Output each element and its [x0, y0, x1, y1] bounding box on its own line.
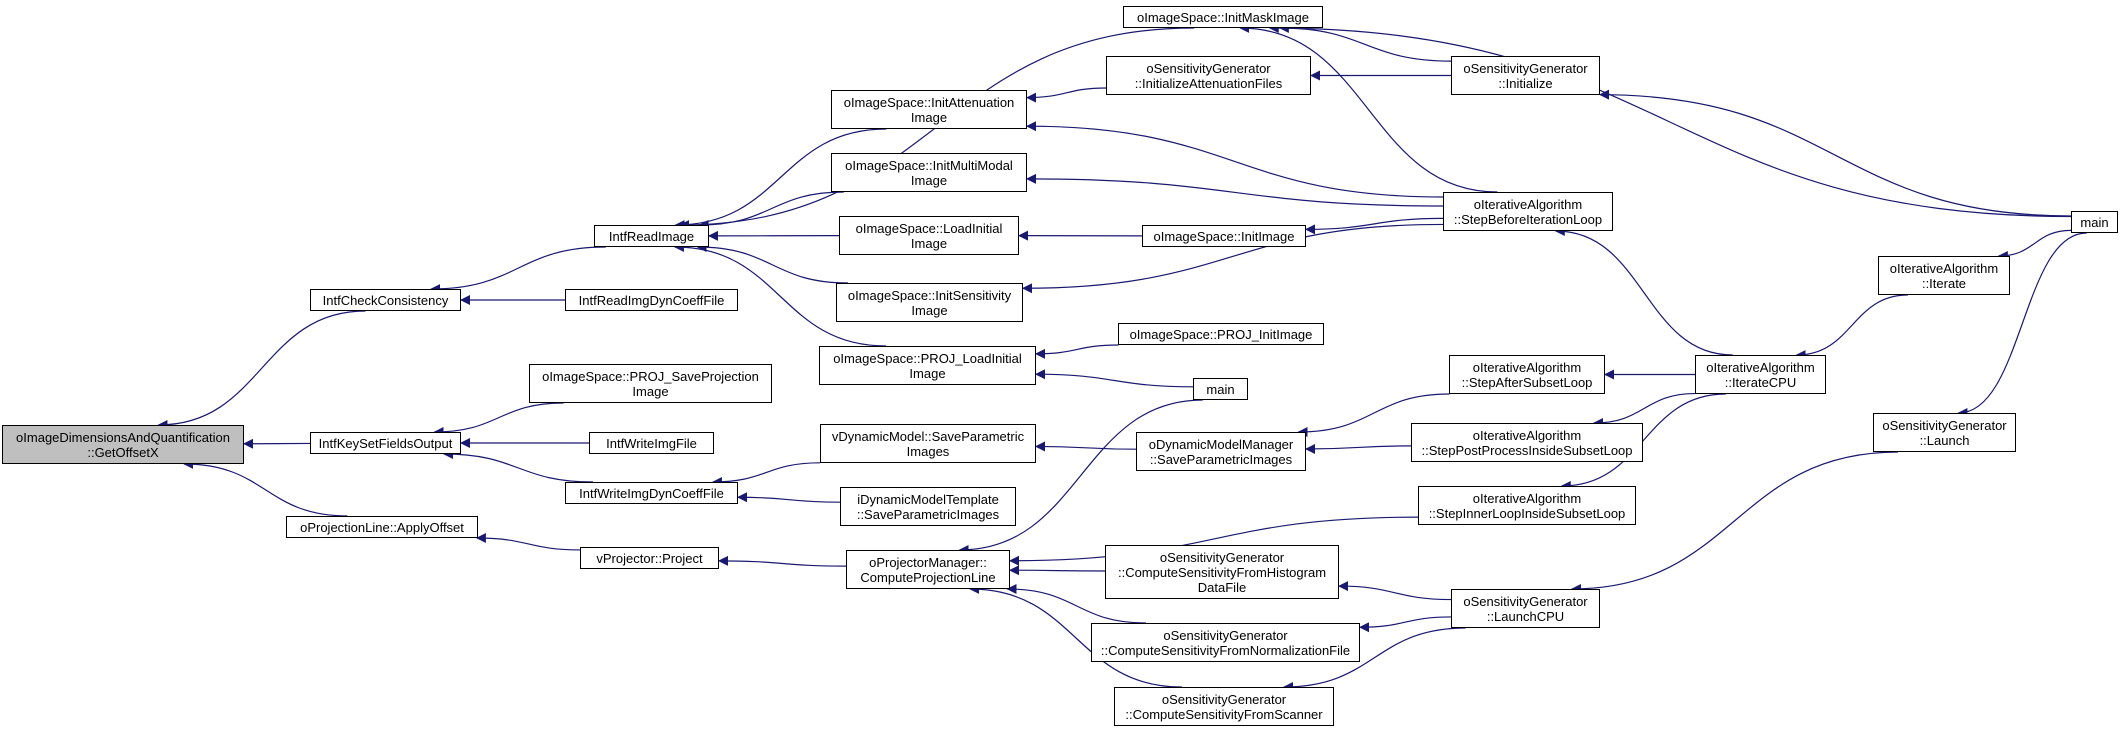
graph-node-vdyn-saveparam[interactable]: vDynamicModel::SaveParametric Images: [820, 424, 1036, 463]
graph-node-main-right[interactable]: main: [2071, 211, 2118, 233]
edge-iteratecpu-to-steppostprocess: [1592, 392, 1696, 428]
edge-sens-scanner-to-computeprojline: [969, 584, 1182, 688]
edge-proj-loadinitial-to-readimage: [673, 242, 886, 347]
graph-node-iterate[interactable]: oIterativeAlgorithm ::Iterate: [1878, 256, 2010, 295]
graph-node-readimage[interactable]: IntfReadImage: [594, 225, 709, 247]
edge-readimage-to-checkcons: [430, 246, 606, 294]
edge-iterate-to-iteratecpu: [1795, 294, 1908, 360]
graph-node-initsens[interactable]: oImageSpace::InitSensitivity Image: [836, 283, 1023, 322]
edge-stepbefore-to-initatten: [1026, 121, 1444, 198]
graph-node-steppostprocess[interactable]: oIterativeAlgorithm ::StepPostProcessIns…: [1411, 423, 1643, 462]
edge-idyn-saveparam-to-writeimgdyn: [737, 492, 841, 503]
edge-initatten-to-readimage: [674, 128, 887, 230]
edge-main-right-to-sens-initialize: [1599, 89, 2072, 217]
graph-node-launchcpu[interactable]: oSensitivityGenerator ::LaunchCPU: [1451, 589, 1600, 628]
edge-odyn-saveparam-to-vdyn-saveparam: [1035, 441, 1137, 452]
edge-launchcpu-to-sens-scanner: [1282, 627, 1466, 692]
edge-vproject-to-applyoffset: [475, 533, 581, 551]
graph-node-initmask[interactable]: oImageSpace::InitMaskImage: [1123, 6, 1323, 28]
graph-node-writeimgdyn[interactable]: IntfWriteImgDynCoeffFile: [565, 482, 738, 504]
edge-launchcpu-to-sens-histo: [1338, 581, 1452, 601]
edge-stepbefore-to-initimage: [1305, 217, 1444, 235]
graph-node-vproject[interactable]: vProjector::Project: [580, 547, 719, 569]
edges-layer: [157, 23, 2087, 692]
graph-node-initimage[interactable]: oImageSpace::InitImage: [1142, 225, 1306, 247]
edge-proj-saveproj-to-keyset: [433, 402, 564, 437]
edge-iteratecpu-to-stepinner: [1560, 393, 1726, 491]
edge-vdyn-saveparam-to-writeimgdyn: [711, 462, 821, 487]
graph-node-computeprojline[interactable]: oProjectorManager:: ComputeProjectionLin…: [846, 550, 1010, 589]
graph-node-stepinner[interactable]: oIterativeAlgorithm ::StepInnerLoopInsid…: [1418, 486, 1636, 525]
graph-node-idyn-saveparam[interactable]: iDynamicModelTemplate ::SaveParametricIm…: [840, 487, 1016, 526]
edge-stepaftersubset-to-odyn-saveparam: [1297, 393, 1450, 437]
graph-node-stepbefore[interactable]: oIterativeAlgorithm ::StepBeforeIteratio…: [1443, 192, 1613, 231]
graph-node-sens-scanner[interactable]: oSensitivityGenerator ::ComputeSensitivi…: [1114, 687, 1334, 726]
graph-node-writeimg[interactable]: IntfWriteImgFile: [589, 432, 714, 454]
edge-applyoffset-to-root: [183, 459, 348, 517]
edge-main-right-to-initmask: [1268, 23, 2072, 218]
edge-stepbefore-to-initmulti: [1026, 173, 1444, 207]
graph-node-initatten[interactable]: oImageSpace::InitAttenuation Image: [831, 90, 1027, 129]
graph-node-checkcons[interactable]: IntfCheckConsistency: [310, 289, 461, 311]
edge-sens-initattenfiles-to-initatten: [1026, 87, 1107, 103]
edge-sens-histo-to-computeprojline: [1009, 565, 1106, 576]
edge-stepbefore-to-initsens: [1022, 223, 1444, 294]
edge-initmulti-to-readimage: [698, 191, 844, 230]
edge-sens-initialize-to-initmask: [1278, 23, 1452, 62]
edge-launch-to-launchcpu: [1570, 451, 1899, 594]
edge-computeprojline-to-vproject: [718, 555, 847, 567]
graph-node-proj-saveproj[interactable]: oImageSpace::PROJ_SaveProjection Image: [529, 364, 772, 403]
edge-main-mid-to-computeprojline: [958, 399, 1203, 555]
graph-node-sens-initattenfiles[interactable]: oSensitivityGenerator ::InitializeAttenu…: [1106, 56, 1311, 95]
graph-node-main-mid[interactable]: main: [1193, 378, 1248, 400]
edge-launchcpu-to-sens-norm: [1359, 616, 1452, 633]
edge-iteratecpu-to-stepbefore: [1554, 226, 1733, 356]
edge-checkcons-to-root: [157, 310, 366, 430]
graph-node-sens-histo[interactable]: oSensitivityGenerator ::ComputeSensitivi…: [1105, 545, 1339, 599]
graph-node-odyn-saveparam[interactable]: oDynamicModelManager ::SaveParametricIma…: [1136, 432, 1306, 471]
graph-node-keyset[interactable]: IntfKeySetFieldsOutput: [310, 432, 461, 454]
graph-node-loadinitial[interactable]: oImageSpace::LoadInitial Image: [839, 216, 1019, 255]
graph-node-initmulti[interactable]: oImageSpace::InitMultiModal Image: [831, 153, 1027, 192]
graph-node-readimgdyn[interactable]: IntfReadImgDynCoeffFile: [565, 289, 738, 311]
edge-stepinner-to-computeprojline: [1009, 516, 1419, 566]
edge-steppostprocess-to-odyn-saveparam: [1305, 443, 1412, 454]
edge-sens-norm-to-computeprojline: [1006, 584, 1147, 624]
edge-proj-initimage-to-proj-loadinitial: [1035, 344, 1119, 359]
edge-writeimgdyn-to-keyset: [443, 449, 593, 483]
edge-initsens-to-readimage: [696, 242, 848, 284]
edge-main-mid-to-proj-loadinitial: [1035, 369, 1194, 388]
graph-node-sens-norm[interactable]: oSensitivityGenerator ::ComputeSensitivi…: [1091, 623, 1360, 662]
graph-node-proj-initimage[interactable]: oImageSpace::PROJ_InitImage: [1118, 323, 1324, 345]
edge-main-right-to-launch: [1957, 232, 2087, 418]
graph-node-iteratecpu[interactable]: oIterativeAlgorithm ::IterateCPU: [1695, 355, 1826, 394]
graph-node-proj-loadinitial[interactable]: oImageSpace::PROJ_LoadInitial Image: [819, 346, 1036, 385]
edge-stepbefore-to-initmask: [1239, 23, 1498, 193]
graph-node-stepaftersubset[interactable]: oIterativeAlgorithm ::StepAfterSubsetLoo…: [1449, 355, 1605, 394]
graph-node-launch[interactable]: oSensitivityGenerator ::Launch: [1873, 413, 2016, 452]
edge-main-right-to-iterate: [1997, 229, 2072, 261]
graph-node-applyoffset[interactable]: oProjectionLine::ApplyOffset: [286, 516, 478, 538]
graph-node-sens-initialize[interactable]: oSensitivityGenerator ::Initialize: [1451, 56, 1600, 95]
graph-node-root: oImageDimensionsAndQuantification ::GetO…: [2, 425, 244, 464]
